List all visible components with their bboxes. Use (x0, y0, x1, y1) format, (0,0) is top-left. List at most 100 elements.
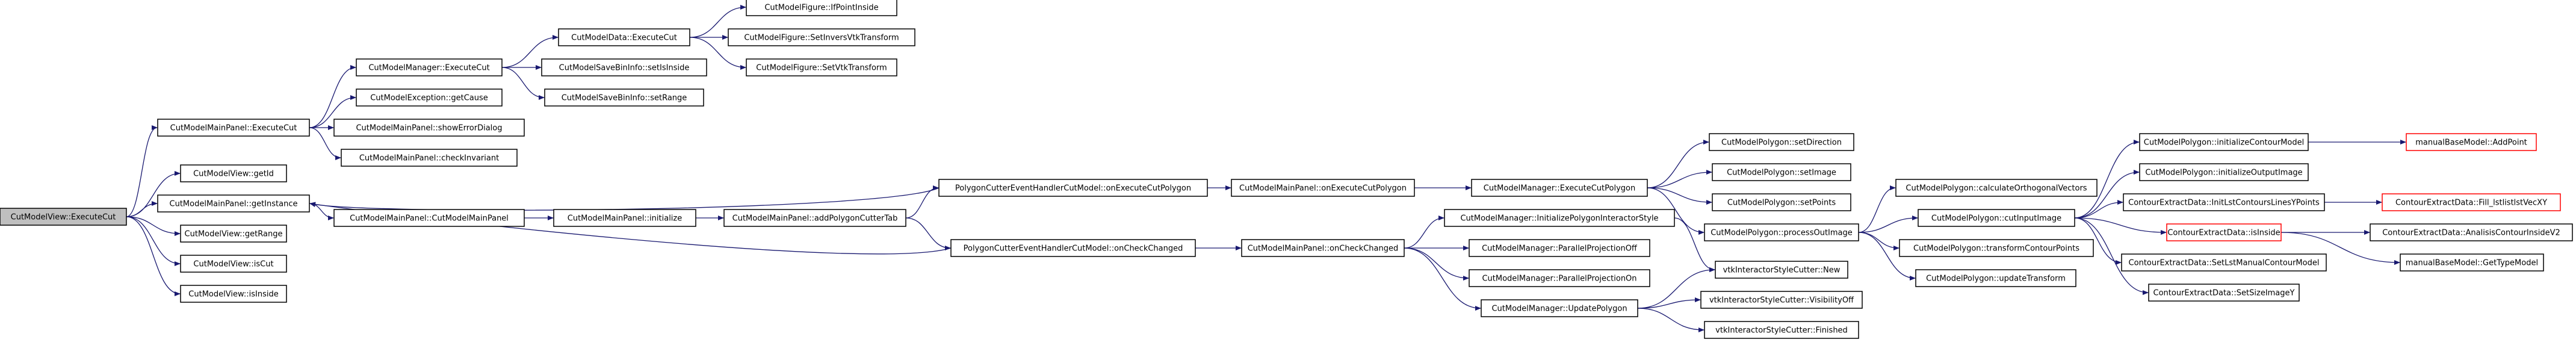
node-label: CutModelMainPanel::onExecuteCutPolygon (1239, 184, 1407, 193)
node-box (723, 209, 906, 227)
node-view-iscut[interactable]: CutModelView::isCut (180, 255, 287, 273)
node-mp-addpoly[interactable]: CutModelMainPanel::addPolygonCutterTab (723, 209, 906, 227)
node-label: ContourExtractData::AnalisisContourInsid… (2382, 229, 2560, 238)
node-box (1709, 133, 1854, 151)
node-ced-setlst[interactable]: ContourExtractData::SetLstManualContourM… (2121, 253, 2327, 272)
node-box (1899, 239, 2094, 257)
node-mbm-gettype[interactable]: manualBaseModel::GetTypeModel (2400, 253, 2544, 272)
node-vtk-finished[interactable]: vtkInteractorStyleCutter::Finished (1704, 321, 1859, 339)
node-box (180, 164, 287, 182)
node-mgr-parpron[interactable]: CutModelManager::ParallelProjectionOn (1469, 269, 1650, 287)
node-fig-setinvers[interactable]: CutModelFigure::SetInversVtkTransform (728, 28, 915, 46)
node-mp-showerror[interactable]: CutModelMainPanel::showErrorDialog (333, 119, 525, 137)
edge-pch_onexec-to-mp_getinstance (309, 187, 940, 211)
node-label: manualBaseModel::AddPoint (2415, 138, 2527, 148)
node-vtk-visoff[interactable]: vtkInteractorStyleCutter::VisibilityOff (1700, 291, 1863, 309)
node-label: CutModelView::getId (193, 170, 274, 179)
edge-mp_addpoly-to-pch_onexec (905, 185, 939, 219)
node-view-getrange[interactable]: CutModelView::getRange (180, 225, 287, 243)
node-label: CutModelPolygon::setDirection (1721, 138, 1842, 148)
node-ced-analisis[interactable]: ContourExtractData::AnalisisContourInsid… (2370, 223, 2573, 241)
node-exc-getcause[interactable]: CutModelException::getCause (356, 88, 503, 107)
node-poly-calcorth[interactable]: CutModelPolygon::calculateOrthogonalVect… (1895, 179, 2098, 197)
node-label: CutModelPolygon::updateTransform (1926, 275, 2066, 284)
node-box (2148, 284, 2300, 302)
node-label: CutModelMainPanel::ExecuteCut (170, 124, 297, 133)
edge-poly_process-to-poly_cutinput (1858, 216, 1918, 233)
node-mbm-addpoint[interactable]: manualBaseModel::AddPoint (2406, 133, 2537, 151)
node-view-isinside[interactable]: CutModelView::isInside (180, 285, 287, 303)
node-poly-updtrans[interactable]: CutModelPolygon::updateTransform (1915, 269, 2076, 287)
node-mp-execcut[interactable]: CutModelMainPanel::ExecuteCut (157, 119, 310, 137)
node-label: ContourExtractData::Fill_lstlistlstVecXY (2395, 199, 2547, 208)
node-mgr-parproff[interactable]: CutModelManager::ParallelProjectionOff (1469, 239, 1650, 257)
node-poly-setimage[interactable]: CutModelPolygon::setImage (1712, 163, 1851, 181)
node-mgr-execpoly[interactable]: CutModelManager::ExecuteCutPolygon (1471, 179, 1648, 197)
node-vtk-new[interactable]: vtkInteractorStyleCutter::New (1715, 261, 1848, 279)
node-mgr-updpoly[interactable]: CutModelManager::UpdatePolygon (1481, 299, 1638, 317)
node-label: CutModelView::isCut (193, 260, 273, 269)
node-mp-oncheck[interactable]: CutModelMainPanel::onCheckChanged (1241, 239, 1405, 257)
node-poly-initcont[interactable]: CutModelPolygon::initializeContourModel (2139, 133, 2309, 151)
node-poly-process[interactable]: CutModelPolygon::processOutImage (1704, 223, 1859, 241)
node-box (746, 58, 897, 76)
node-mgr-execcut[interactable]: CutModelManager::ExecuteCut (356, 58, 503, 76)
node-label: CutModelMainPanel::addPolygonCutterTab (732, 214, 898, 223)
node-mgr-initpoly[interactable]: CutModelManager::InitializePolygonIntera… (1444, 209, 1675, 227)
node-box (1700, 291, 1863, 309)
node-poly-setdir[interactable]: CutModelPolygon::setDirection (1709, 133, 1854, 151)
node-save-setisinside[interactable]: CutModelSaveBinInfo::setIsInside (541, 58, 707, 76)
node-box (1469, 239, 1650, 257)
node-box (1712, 163, 1851, 181)
node-ced-fill[interactable]: ContourExtractData::Fill_lstlistlstVecXY (2382, 193, 2561, 211)
node-view-getid[interactable]: CutModelView::getId (180, 164, 287, 182)
node-label: CutModelMainPanel::getInstance (170, 200, 298, 209)
node-poly-cutinput[interactable]: CutModelPolygon::cutInputImage (1918, 209, 2075, 227)
node-data-execcut[interactable]: CutModelData::ExecuteCut (558, 28, 690, 46)
edge-mgr_execpoly-to-poly_setdir (1647, 140, 1709, 188)
node-save-setrange[interactable]: CutModelSaveBinInfo::setRange (544, 88, 704, 107)
node-pch-onexec[interactable]: PolygonCutterEventHandlerCutModel::onExe… (938, 179, 1208, 197)
edge-mp_oncheck-to-mgr_updpoly (1404, 247, 1481, 311)
node-label: CutModelPolygon::calculateOrthogonalVect… (1906, 184, 2087, 193)
node-label: ContourExtractData::SetSizeImageY (2153, 289, 2295, 298)
edge-root-to-mp_execcut (126, 125, 158, 217)
node-box (157, 194, 310, 213)
node-ced-isinside[interactable]: ContourExtractData::isInside (2166, 223, 2282, 241)
node-poly-transform[interactable]: CutModelPolygon::transformContourPoints (1899, 239, 2094, 257)
node-ced-setsize[interactable]: ContourExtractData::SetSizeImageY (2148, 284, 2300, 302)
node-label: CutModelFigure::SetInversVtkTransform (744, 34, 899, 43)
node-mp-onexec[interactable]: CutModelMainPanel::onExecuteCutPolygon (1231, 179, 1415, 197)
node-box (1715, 261, 1848, 279)
node-poly-setpoints[interactable]: CutModelPolygon::setPoints (1712, 193, 1851, 211)
node-label: CutModelView::isInside (188, 290, 278, 299)
edge-mp_oncheck-to-mgr_initpoly (1404, 216, 1444, 249)
node-box (558, 28, 690, 46)
edge-data_execcut-to-fig_setvtk (689, 37, 746, 70)
node-ced-initlst[interactable]: ContourExtractData::InitLstContoursLines… (2123, 193, 2325, 211)
node-mp-init[interactable]: CutModelMainPanel::initialize (553, 209, 696, 227)
node-mp-getinstance[interactable]: CutModelMainPanel::getInstance (157, 194, 310, 213)
node-root[interactable]: CutModelView::ExecuteCut (0, 208, 127, 226)
node-box (333, 119, 525, 137)
node-box (728, 28, 915, 46)
edge-poly_process-to-poly_calcorth (1858, 185, 1896, 233)
node-box (2370, 223, 2573, 241)
node-box (2139, 133, 2309, 151)
edge-mp_execcut-to-mp_checkinv (309, 127, 341, 160)
edge-poly_process-to-poly_updtrans (1858, 232, 1916, 281)
node-mp-checkinv[interactable]: CutModelMainPanel::checkInvariant (341, 149, 518, 167)
node-box (950, 239, 1196, 257)
node-fig-ifpoint[interactable]: CutModelFigure::IfPointInside (746, 0, 897, 16)
node-mp-ctor[interactable]: CutModelMainPanel::CutModelMainPanel (333, 209, 525, 227)
node-box (1481, 299, 1638, 317)
node-label: CutModelManager::ExecuteCut (368, 64, 489, 73)
node-label: CutModelPolygon::setImage (1727, 169, 1836, 178)
node-box (0, 208, 127, 226)
node-box (180, 285, 287, 303)
node-fig-setvtk[interactable]: CutModelFigure::SetVtkTransform (746, 58, 897, 76)
node-box (1704, 223, 1859, 241)
node-label: CutModelManager::ParallelProjectionOn (1482, 275, 1636, 284)
node-poly-initout[interactable]: CutModelPolygon::initializeOutputImage (2139, 163, 2309, 181)
node-pch-oncheck[interactable]: PolygonCutterEventHandlerCutModel::onChe… (950, 239, 1196, 257)
